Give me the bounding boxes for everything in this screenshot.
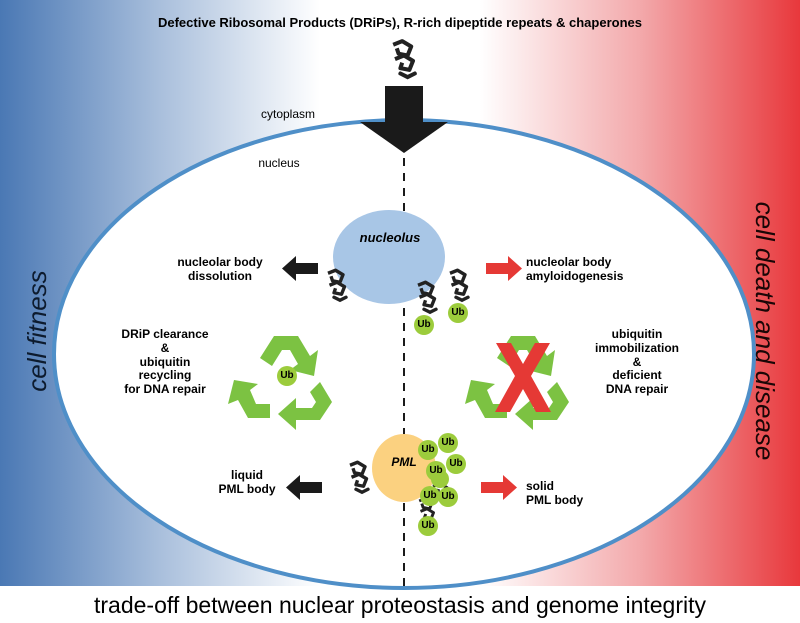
ub-label: Ub [417,319,431,330]
cell-fitness-label: cell fitness [22,270,53,392]
ub-label: Ub [441,437,455,448]
ub-cluster [418,433,466,536]
nucleolar-amyloidogenesis-label: nucleolar body amyloidogenesis [526,255,646,284]
text-line: amyloidogenesis [526,268,624,283]
text-line: deficient [612,368,662,383]
text-line: ubiquitin [139,354,191,369]
nucleolar-dissolution-label: nucleolar body dissolution [160,255,280,284]
red-arrow-icon [481,475,517,500]
text-line: dissolution [188,268,252,283]
cytoplasm-label: cytoplasm [260,107,316,121]
bottom-caption: trade-off between nuclear proteostasis a… [93,592,706,618]
ub-label: Ub [421,444,435,455]
text-line: PML body [526,492,584,507]
recycle-icon [228,336,332,430]
ub-label: Ub [441,491,455,502]
text-line: immobilization [595,340,679,355]
liquid-pml-label: liquid PML body [212,468,282,497]
ub-label: Ub [429,465,443,476]
text-line: DNA repair [605,382,669,397]
ubiquitin-immobilization-label: ubiquitin immobilization & deficient DNA… [582,327,692,397]
nucleus-label: nucleus [258,156,300,170]
text-line: & [160,340,170,355]
drip-clearance-label: DRiP clearance & ubiquitin recycling for… [110,327,220,397]
caption-strip [0,586,800,623]
text-line: solid [526,479,555,493]
ub-label: Ub [280,370,294,381]
text-line: liquid [231,468,263,482]
diagram-title: Defective Ribosomal Products (DRiPs), R-… [157,15,642,30]
text-line: nucleolar body [526,255,612,269]
text-line: ubiquitin [611,327,663,341]
import-arrow-icon [360,86,448,153]
text-line: nucleolar body [177,255,263,269]
text-line: for DNA repair [124,382,206,397]
text-line: recycling [138,368,192,383]
ubiquitin-icon [414,315,434,335]
ubiquitin-icon [277,366,297,386]
nucleolus-label: nucleolus [359,230,421,245]
cell-death-label: cell death and disease [749,201,780,461]
black-arrow-icon [286,475,322,500]
solid-pml-label: solid PML body [526,479,606,508]
pml-label: PML [391,455,417,469]
text-line: DRiP clearance [121,327,209,341]
nucleolus [333,210,445,304]
black-arrow-icon [282,256,318,281]
ub-label: Ub [451,307,465,318]
red-arrow-icon [486,256,522,281]
ubiquitin-icon [448,303,468,323]
red-x-icon [495,343,551,412]
ub-label: Ub [421,520,435,531]
ub-label: Ub [449,458,463,469]
text-line: & [632,354,642,369]
ub-label: Ub [423,490,437,501]
text-line: PML body [218,481,276,496]
